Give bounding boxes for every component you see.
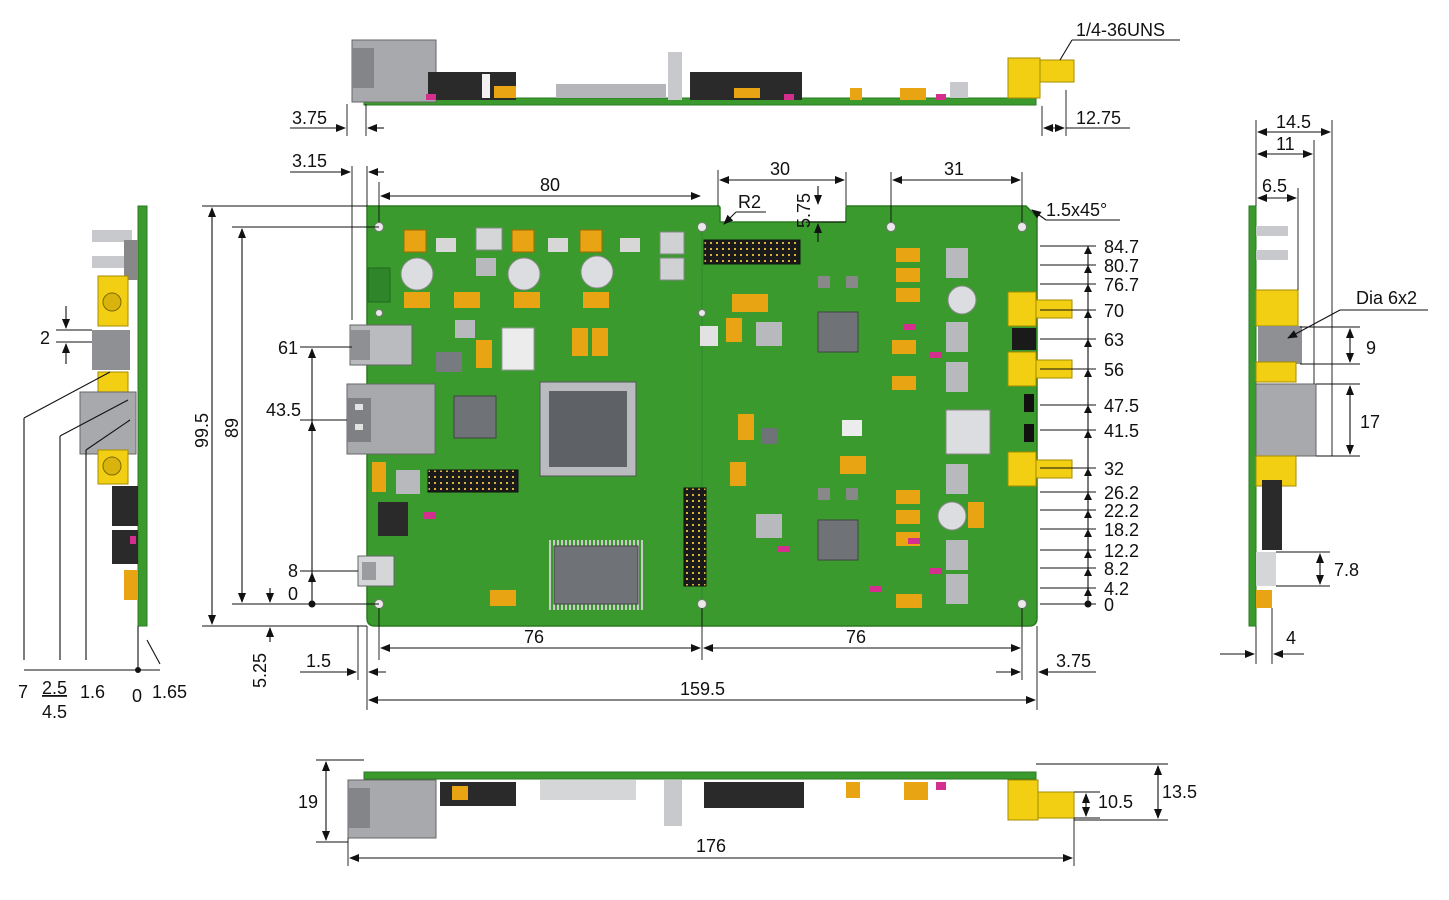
left-dimensions: 99.5 89 61 43.5 8 0 5.25 [192,205,379,688]
power-section [400,227,685,308]
dim-1-65: 1.65 [152,682,187,702]
scale-label: 56 [1104,360,1124,380]
mounting-holes [374,222,1027,609]
right-side-view: 14.5 11 6.5 Dia 6x2 9 17 7.8 4 [1220,112,1428,664]
dim-89: 89 [222,418,242,438]
right-scale: 84.780.776.7 70 63 56 47.5 41.5 32 26.222.218.2… [1040,237,1139,615]
phy-chip [453,395,497,439]
scale-arrow [1084,510,1092,518]
dim-176: 176 [696,836,726,856]
dim-9: 9 [1366,338,1376,358]
scale-arrow [1084,588,1092,596]
scale-label: 84.7 [1104,237,1139,257]
scale-arrow [1084,550,1092,558]
scale-arrow [1084,369,1092,377]
scale-arrow [1084,492,1092,500]
dim-1-5: 1.5 [306,651,331,671]
sma-connectors [1007,291,1073,487]
dim-31: 31 [944,159,964,179]
scale-arrow [1084,339,1092,347]
dim-99-5: 99.5 [192,413,212,448]
scale-label: 63 [1104,330,1124,350]
dim-61: 61 [278,338,298,358]
dim-4: 4 [1286,628,1296,648]
rf-chip-top [817,311,859,353]
dim-30: 30 [770,159,790,179]
dim-19: 19 [298,792,318,812]
dim-7-8: 7.8 [1334,560,1359,580]
dim-3-75-bottom: 3.75 [1056,651,1091,671]
dim-76-left: 76 [524,627,544,647]
bottom-dimensions: 1.5 76 76 3.75 159.5 [300,608,1096,710]
scale-label: 8.2 [1104,559,1129,579]
dim-5-75: 5.75 [794,193,814,228]
dim-80: 80 [540,175,560,195]
scale-label: 70 [1104,301,1124,321]
dim-3-15: 3.15 [292,151,327,171]
inductor-box [367,267,391,303]
dim-4-5: 4.5 [42,702,67,722]
scale-arrow [1084,405,1092,413]
dim-43-5: 43.5 [266,400,301,420]
scale-arrow [1084,265,1092,273]
top-left-offset: 3.75 [292,108,327,128]
dim-7: 7 [18,682,28,702]
dim-1-6: 1.6 [80,682,105,702]
scale-arrow [1084,568,1092,576]
dim-0-side: 0 [132,686,142,706]
jtag-header [427,469,519,493]
dim-13-5: 13.5 [1162,782,1197,802]
rf-chip-bottom [817,519,859,561]
dim-10-5: 10.5 [1098,792,1133,812]
scale-label: 41.5 [1104,421,1139,441]
dim-76-right: 76 [846,627,866,647]
scale-label: 32 [1104,459,1124,479]
scale-arrow [1084,430,1092,438]
dia-label: Dia 6x2 [1356,288,1417,308]
dim-2-5: 2.5 [42,678,67,698]
top-right-offset: 12.75 [1076,108,1121,128]
dim-6-5: 6.5 [1262,176,1287,196]
scale-arrow [1084,529,1092,537]
digital-section [372,239,801,610]
scale-arrow [1084,468,1092,476]
dim-0-left: 0 [288,584,298,604]
dim-11: 11 [1276,134,1295,154]
left-connectors [346,267,436,587]
scale-label: 4.2 [1104,579,1129,599]
scale-label: 22.2 [1104,501,1139,521]
rf-shield-can [945,409,991,455]
scale-arrow [1084,284,1092,292]
scale-label: 26.2 [1104,483,1139,503]
dim-8: 8 [288,561,298,581]
dim-5-25: 5.25 [250,653,270,688]
bottom-edge-view: 19 10.5 13.5 176 [298,759,1197,866]
thread-label: 1/4-36UNS [1076,20,1165,40]
center-header [683,487,707,587]
scale-label: 18.2 [1104,520,1139,540]
main-board-view [346,205,1073,627]
scale-label: 0 [1104,595,1114,615]
dim-159-5: 159.5 [680,679,725,699]
dim-17: 17 [1360,412,1380,432]
scale-label: 80.7 [1104,256,1139,276]
top-edge-view: 1/4-36UNS 3.75 12.75 [290,20,1180,136]
scale-arrow [1084,310,1092,318]
dim-2: 2 [40,328,50,348]
rf-section [726,248,1034,608]
left-side-view: 2 7 2.5 4.5 1.6 0 1.65 [18,205,187,722]
scale-label: 76.7 [1104,275,1139,295]
scale-origin-dot [1084,600,1092,608]
top-header [703,239,801,265]
scale-label: 12.2 [1104,541,1139,561]
chamfer-label: 1.5x45° [1046,200,1107,220]
dim-14-5: 14.5 [1276,112,1311,132]
radius-r2: R2 [738,192,761,212]
top-dimensions: 3.15 80 30 31 R2 5.75 1.5x45° [290,151,1120,320]
scale-arrow [1084,246,1092,254]
scale-label: 47.5 [1104,396,1139,416]
